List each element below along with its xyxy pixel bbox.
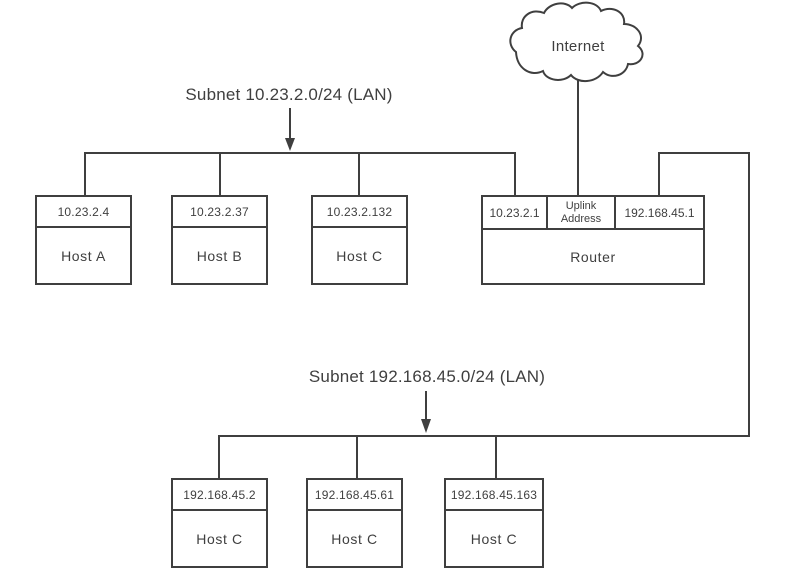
router-lan2-ip: 192.168.45.1: [624, 205, 695, 220]
subnet2-arrow: [421, 391, 431, 433]
host-a-ip: 10.23.2.4: [37, 197, 130, 228]
subnet1-arrow: [285, 108, 295, 151]
subnet1-label: Subnet 10.23.2.0/24 (LAN): [185, 85, 393, 104]
host-c-ip: 10.23.2.132: [313, 197, 406, 228]
router-uplink-address: Uplink Address: [548, 197, 616, 228]
host-b-ip: 10.23.2.37: [173, 197, 266, 228]
host-box-a: 10.23.2.4 Host A: [35, 195, 132, 285]
subnet2-host1-name: Host C: [196, 530, 243, 547]
subnet1-arrow-head: [285, 138, 295, 151]
subnet1-bus-line: [84, 152, 516, 197]
internet-label: Internet: [551, 38, 605, 55]
host-b-name: Host B: [196, 247, 243, 264]
host-a-name: Host A: [61, 247, 106, 264]
router-lan1-ip: 10.23.2.1: [483, 197, 548, 228]
host-c-name: Host C: [336, 247, 383, 264]
subnet2-host-box-3: 192.168.45.163 Host C: [444, 478, 544, 568]
router-name: Router: [570, 248, 616, 265]
subnet2-host3-ip: 192.168.45.163: [446, 480, 542, 511]
host-box-c: 10.23.2.132 Host C: [311, 195, 408, 285]
subnet2-host3-name: Host C: [470, 530, 518, 547]
subnet2-label: Subnet 192.168.45.0/24 (LAN): [308, 367, 546, 386]
subnet2-host-box-2: 192.168.45.61 Host C: [306, 478, 403, 568]
router-box: 10.23.2.1 Uplink Address 192.168.45.1 Ro…: [481, 195, 705, 285]
host-box-b: 10.23.2.37 Host B: [171, 195, 268, 285]
subnet2-host1-ip: 192.168.45.2: [173, 480, 266, 511]
subnet2-bus-line: [218, 152, 750, 480]
internet-cloud: [509, 1, 644, 82]
subnet2-host-box-1: 192.168.45.2 Host C: [171, 478, 268, 568]
subnet2-host2-name: Host C: [331, 530, 378, 547]
subnet2-arrow-head: [421, 419, 431, 433]
router-interfaces-row: 10.23.2.1 Uplink Address 192.168.45.1: [483, 197, 703, 230]
subnet2-host2-ip: 192.168.45.61: [308, 480, 401, 511]
